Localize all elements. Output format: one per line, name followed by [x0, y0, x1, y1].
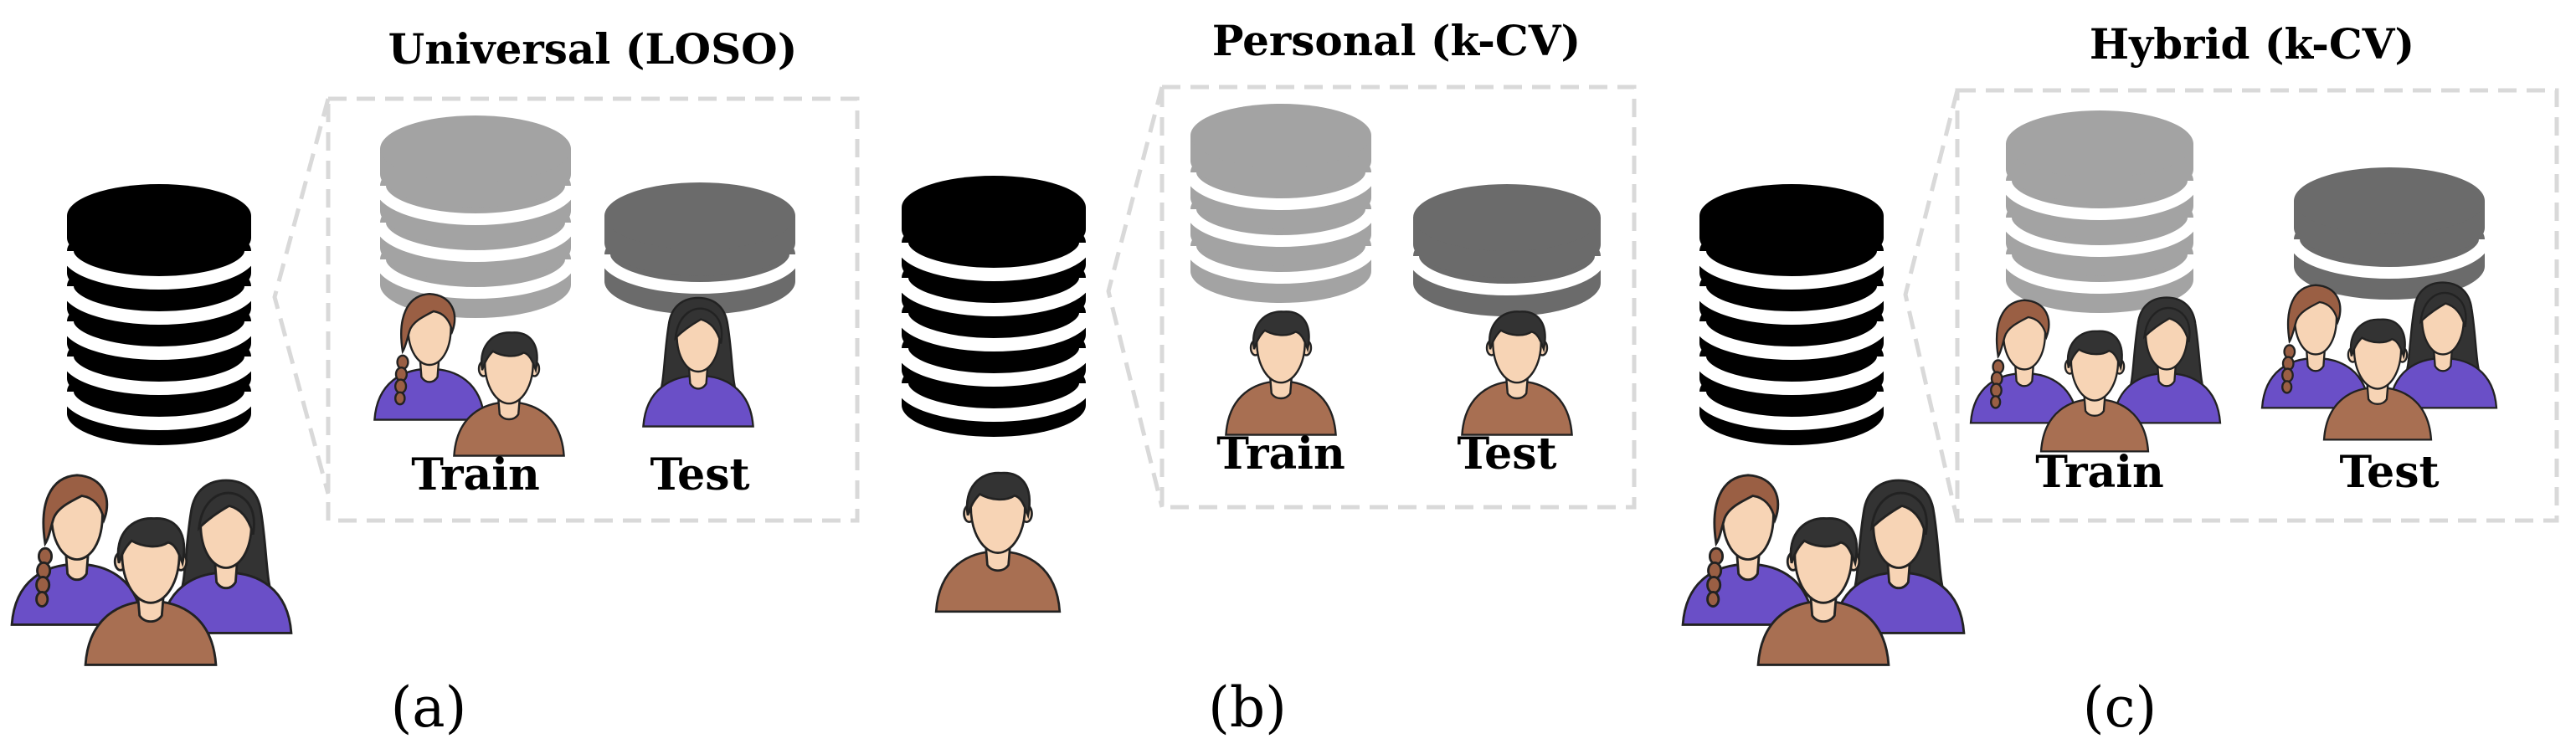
panel-b-test-label: Test [1457, 428, 1556, 480]
test-dataset-icon [1407, 184, 1607, 316]
panel-a: Universal (LOSO) Train Test (a) [10, 24, 860, 740]
panel-a-caption: (a) [391, 675, 467, 740]
train-person-icon [1225, 310, 1337, 436]
panel-c-train-label: Train [2035, 447, 2164, 498]
split-box [1955, 88, 2559, 523]
panel-b-title: Personal (k-CV) [1212, 16, 1581, 65]
zoom-connector [272, 98, 331, 495]
panel-c-caption: (c) [2083, 675, 2157, 740]
test-person-icon [642, 296, 754, 428]
train-dataset-icon [2000, 110, 2199, 313]
panel-c-test-label: Test [2339, 447, 2439, 498]
test-dataset-icon [599, 182, 801, 315]
full-dataset-icon [895, 176, 1093, 437]
test-dataset-icon [2288, 167, 2491, 300]
panel-a-train-label: Train [411, 449, 540, 500]
test-person-icon [1461, 310, 1573, 436]
panel-b: Personal (k-CV) Train Test (b) [895, 16, 1637, 740]
panel-b-caption: (b) [1208, 675, 1287, 740]
all-people-icon [1681, 474, 1966, 666]
split-box [1159, 85, 1637, 510]
train-dataset-icon [1185, 104, 1377, 303]
split-box [326, 96, 860, 523]
test-people-icon [2260, 281, 2498, 441]
train-dataset-icon [374, 115, 577, 318]
panel-a-test-label: Test [650, 449, 749, 500]
full-dataset-icon [60, 184, 258, 445]
train-people-icon [1969, 296, 2222, 453]
zoom-connector [1903, 90, 1960, 521]
panel-b-train-label: Train [1216, 428, 1345, 480]
train-people-icon [373, 293, 565, 457]
panel-c-title: Hybrid (k-CV) [2090, 19, 2414, 69]
all-people-icon [10, 474, 293, 666]
zoom-connector [1106, 86, 1165, 508]
panel-a-title: Universal (LOSO) [388, 24, 798, 74]
single-person-icon [934, 471, 1062, 613]
panel-c: Hybrid (k-CV) Train Test (c) [1681, 19, 2559, 740]
full-dataset-icon [1693, 184, 1890, 445]
